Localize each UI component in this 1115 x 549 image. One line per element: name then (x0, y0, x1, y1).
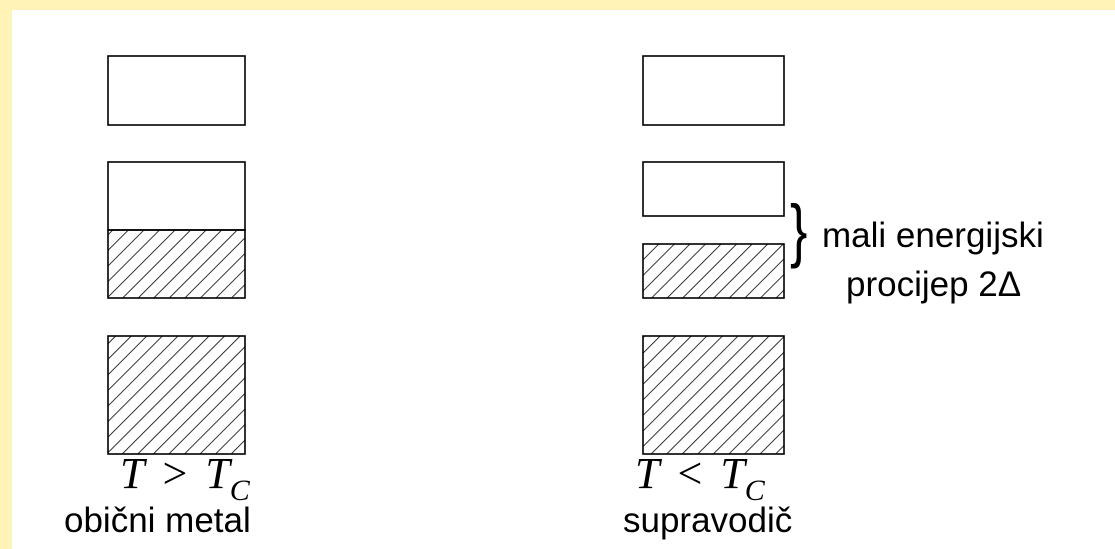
sc-temperature-condition: T<TC (635, 449, 765, 506)
metal-cond-critical-var: T (205, 449, 230, 498)
metal-middle-band-filled-part (107, 229, 246, 299)
superconductor-bands (642, 55, 785, 455)
metal-caption: obični metal (64, 501, 251, 540)
sc-cond-critical-var: T (720, 449, 745, 498)
sc-middle-empty-band (642, 161, 785, 217)
metal-middle-band-empty-part (107, 161, 246, 231)
gap-label-line1: mali energijski (822, 216, 1044, 255)
sc-cond-var: T (635, 449, 660, 498)
metal-cond-var: T (120, 449, 145, 498)
gap-label-line2: procijep 2Δ (846, 265, 1022, 304)
sc-cond-subscript: C (744, 474, 765, 507)
sc-lower-filled-band (642, 335, 785, 455)
metal-bands (107, 55, 246, 455)
sc-caption: supravodič (623, 501, 793, 540)
sc-cond-operator: < (677, 449, 703, 498)
frame-border-top (0, 0, 1115, 10)
metal-upper-empty-band (107, 55, 246, 126)
frame-border-left (0, 0, 12, 549)
metal-cond-operator: > (162, 449, 188, 498)
metal-temperature-condition: T>TC (120, 449, 250, 506)
sc-middle-filled-band (642, 243, 785, 299)
metal-lower-filled-band (107, 335, 246, 455)
sc-upper-empty-band (642, 55, 785, 126)
metal-cond-subscript: C (229, 474, 250, 507)
gap-brace: } (790, 191, 808, 271)
